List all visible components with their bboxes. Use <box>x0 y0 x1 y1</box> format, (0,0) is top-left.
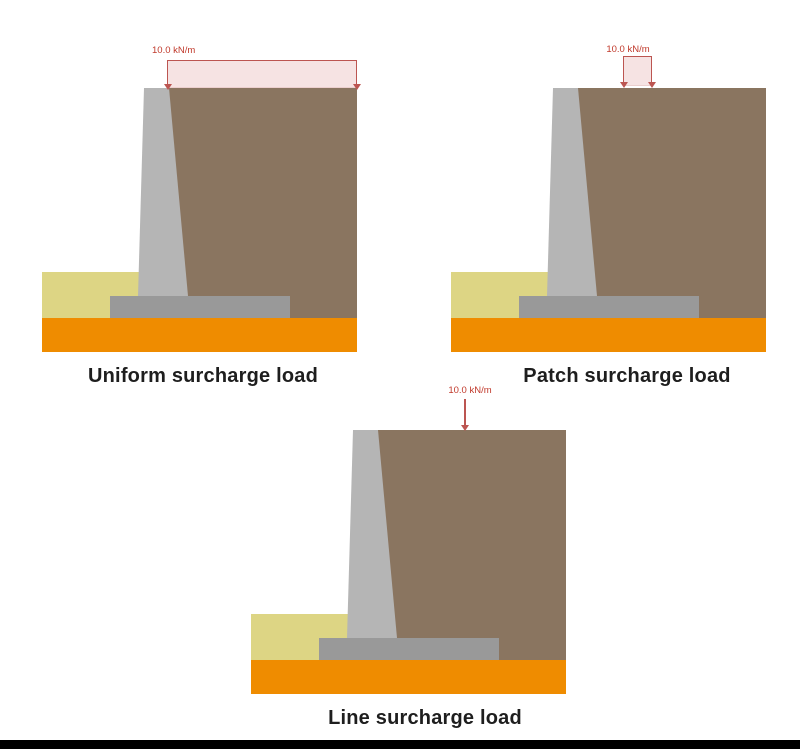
wall-footing <box>319 638 499 660</box>
patch-load-area <box>619 56 656 88</box>
patch-load-value-label: 10.0 kN/m <box>606 44 650 55</box>
wall-stem <box>547 88 597 296</box>
wall-stem <box>138 88 188 296</box>
retained-soil <box>168 88 357 318</box>
uniform-load-value-label: 10.0 kN/m <box>152 45 196 56</box>
down-arrow-icon <box>163 84 172 90</box>
down-arrow-icon <box>461 425 469 431</box>
down-arrow-icon <box>352 84 361 90</box>
retaining-wall-scene-line <box>251 430 566 694</box>
wall-stem <box>347 430 397 638</box>
caption-line-surcharge: Line surcharge load <box>328 707 522 729</box>
retaining-wall-diagram <box>451 88 766 352</box>
down-arrow-icon <box>647 82 656 88</box>
base-soil <box>251 660 566 694</box>
retained-soil <box>577 88 766 318</box>
base-soil <box>451 318 766 352</box>
caption-uniform-surcharge: Uniform surcharge load <box>88 365 318 387</box>
wall-footing <box>519 296 699 318</box>
retaining-wall-diagram <box>42 88 357 352</box>
line-load-value-label: 10.0 kN/m <box>448 385 492 396</box>
retaining-wall-diagram <box>251 430 566 694</box>
uniform-load-area <box>163 60 361 90</box>
retaining-wall-scene-uniform <box>42 88 357 352</box>
wall-footing <box>110 296 290 318</box>
line-load-arrow-shaft <box>464 399 466 425</box>
caption-patch-surcharge: Patch surcharge load <box>523 365 731 387</box>
retaining-wall-scene-patch <box>451 88 766 352</box>
down-arrow-icon <box>619 82 628 88</box>
bottom-bar <box>0 740 800 749</box>
retained-soil <box>377 430 566 660</box>
base-soil <box>42 318 357 352</box>
